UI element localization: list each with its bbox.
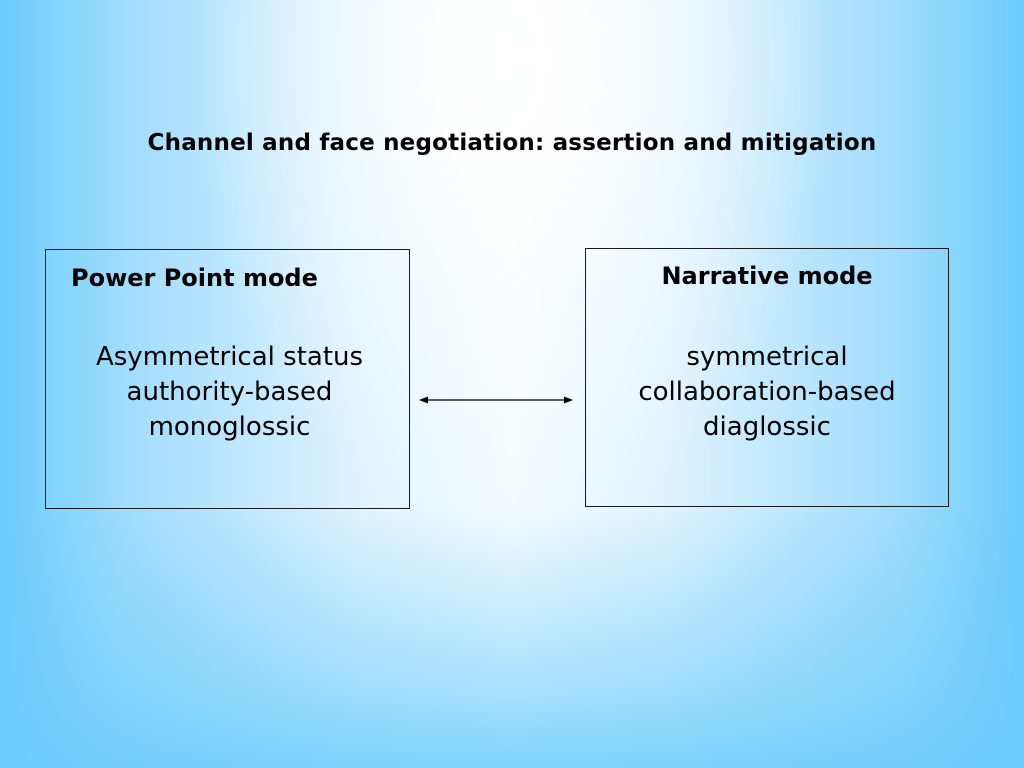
narrative-mode-line: symmetrical xyxy=(686,342,848,372)
narrative-mode-box: Narrative mode symmetrical collaboration… xyxy=(585,248,949,507)
narrative-mode-heading: Narrative mode xyxy=(661,262,873,290)
power-point-mode-heading: Power Point mode xyxy=(71,264,318,292)
power-point-mode-line: Asymmetrical status xyxy=(95,342,364,372)
narrative-mode-line: collaboration-based xyxy=(638,377,896,407)
slide-title: Channel and face negotiation: assertion … xyxy=(147,130,877,156)
power-point-mode-box: Power Point mode Asymmetrical status aut… xyxy=(45,249,410,509)
narrative-mode-body: symmetrical collaboration-based diagloss… xyxy=(586,340,948,445)
power-point-mode-line: authority-based xyxy=(126,377,333,407)
power-point-mode-line: monoglossic xyxy=(148,412,311,442)
power-point-mode-body: Asymmetrical status authority-based mono… xyxy=(48,340,411,445)
double-headed-arrow-icon xyxy=(419,396,573,404)
narrative-mode-line: diaglossic xyxy=(703,412,831,442)
